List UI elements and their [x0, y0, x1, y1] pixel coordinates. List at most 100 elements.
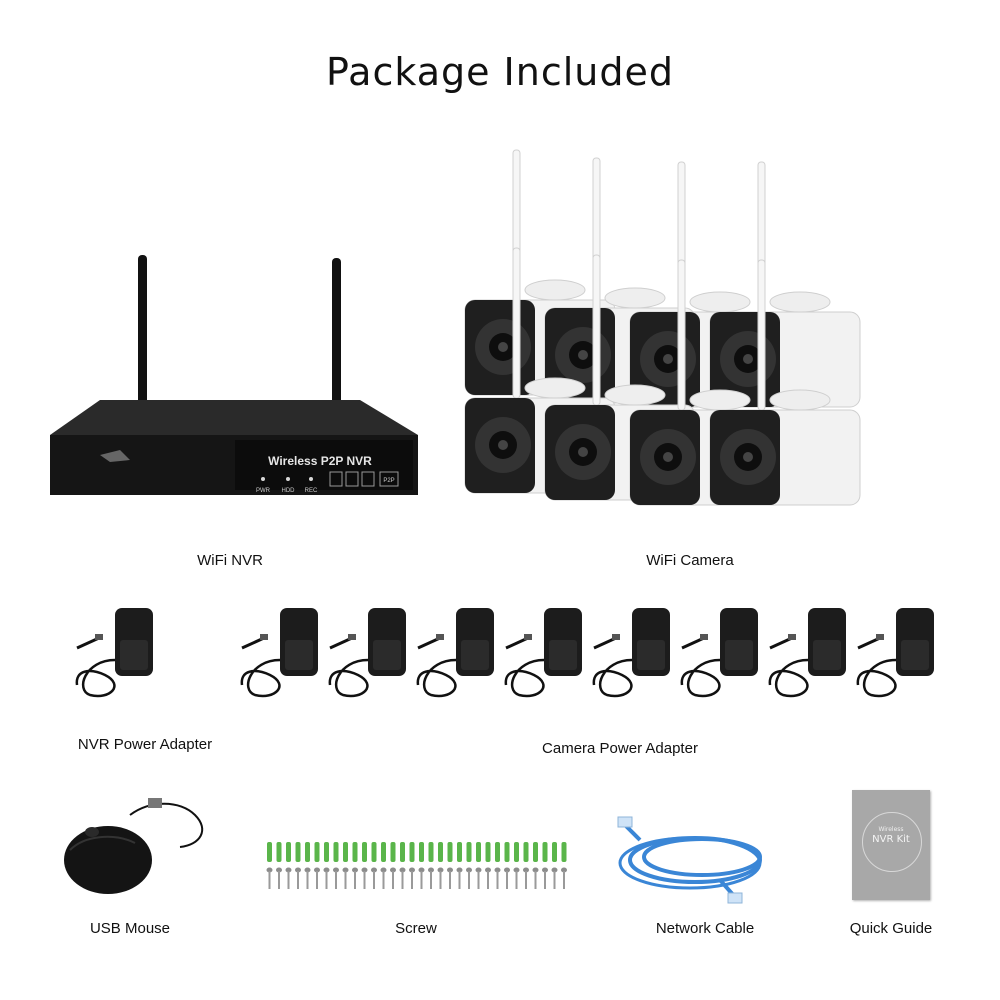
wall-anchor: [438, 842, 443, 862]
wall-anchor: [324, 842, 329, 862]
wall-anchor: [352, 842, 358, 862]
adapters-image: [75, 606, 936, 698]
quick-guide-cover-line1: Wireless: [878, 826, 904, 833]
nvr-indicator-pwr: PWR: [256, 488, 271, 494]
screw: [504, 867, 510, 889]
wall-anchor: [343, 842, 348, 862]
screw: [409, 867, 415, 889]
label-wifi-camera: WiFi Camera: [646, 552, 734, 569]
wall-anchor: [466, 842, 472, 862]
camera-power-adapter: [328, 606, 408, 698]
wall-anchor: [333, 842, 339, 862]
wall-anchor: [419, 842, 424, 862]
screw: [456, 867, 463, 889]
screw: [371, 867, 377, 889]
nvr-top: [50, 400, 418, 435]
wall-anchor: [305, 842, 310, 862]
page-title: Package Included: [325, 50, 675, 94]
network-cable-image: [617, 816, 762, 904]
screw: [285, 867, 292, 889]
cameras-image: [464, 149, 861, 506]
screw: [295, 867, 301, 889]
wall-anchor: [533, 842, 538, 862]
wall-anchor: [447, 842, 453, 862]
screws-image: [266, 842, 567, 889]
screw: [447, 867, 453, 889]
screw: [361, 867, 368, 889]
screw: [561, 867, 567, 889]
wall-anchor: [485, 842, 491, 862]
wall-anchor: [362, 842, 367, 862]
wall-anchor: [381, 842, 386, 862]
camera-power-adapter: [240, 606, 320, 698]
camera-power-adapter: [504, 606, 584, 698]
label-screw: Screw: [395, 920, 437, 937]
label-quick-guide: Quick Guide: [849, 920, 933, 937]
screw: [485, 867, 491, 889]
screw: [418, 867, 425, 889]
screw: [437, 867, 444, 889]
wall-anchor: [295, 842, 301, 862]
screw: [399, 867, 406, 889]
camera-power-adapter: [856, 606, 936, 698]
nvr-power-adapter: [75, 606, 155, 698]
screw: [342, 867, 349, 889]
label-nvr-power-adapter: NVR Power Adapter: [77, 736, 213, 753]
nvr-image: Wireless P2P NVR PWR HDD REC P2P: [50, 255, 418, 495]
label-usb-mouse: USB Mouse: [89, 920, 171, 937]
label-camera-power-adapter: Camera Power Adapter: [542, 740, 698, 757]
nvr-antenna-left: [138, 255, 147, 405]
screw: [352, 867, 358, 889]
wall-anchor: [267, 842, 272, 862]
screw: [333, 867, 339, 889]
wall-anchor: [514, 842, 519, 862]
screw: [542, 867, 548, 889]
wall-anchor: [542, 842, 548, 862]
screw: [551, 867, 558, 889]
screw: [466, 867, 472, 889]
screw: [314, 867, 320, 889]
wall-anchor: [409, 842, 415, 862]
usb-mouse-image: [64, 798, 204, 894]
screw: [494, 867, 501, 889]
screw: [380, 867, 387, 889]
wall-anchor: [371, 842, 377, 862]
nvr-indicator-hdd: HDD: [282, 488, 296, 494]
wall-anchor: [495, 842, 500, 862]
screw: [323, 867, 330, 889]
screw: [475, 867, 482, 889]
screw: [266, 867, 273, 889]
screw: [390, 867, 396, 889]
wall-anchor: [523, 842, 529, 862]
nvr-indicator-rec: REC: [305, 488, 318, 494]
wall-anchor: [314, 842, 320, 862]
wall-anchor: [561, 842, 567, 862]
wall-anchor: [428, 842, 434, 862]
wall-anchor: [400, 842, 405, 862]
wall-anchor: [390, 842, 396, 862]
label-network-cable: Network Cable: [655, 920, 755, 937]
wall-anchor: [552, 842, 557, 862]
camera-power-adapter: [592, 606, 672, 698]
camera-unit: [709, 161, 861, 408]
screw: [428, 867, 434, 889]
quick-guide-image: Wireless NVR Kit: [852, 790, 930, 900]
screw: [523, 867, 529, 889]
wall-anchor: [504, 842, 510, 862]
nvr-front-text: Wireless P2P NVR: [268, 454, 372, 468]
label-wifi-nvr: WiFi NVR: [197, 552, 263, 569]
wall-anchor: [276, 842, 282, 862]
nvr-p2p-badge: P2P: [383, 478, 394, 484]
screw: [276, 867, 282, 889]
screw: [304, 867, 311, 889]
camera-power-adapter: [680, 606, 760, 698]
wall-anchor: [476, 842, 481, 862]
wall-anchor: [286, 842, 291, 862]
screw: [513, 867, 520, 889]
wall-anchor: [457, 842, 462, 862]
screw: [532, 867, 539, 889]
camera-power-adapter: [416, 606, 496, 698]
nvr-antenna-right: [332, 258, 341, 408]
camera-power-adapter: [768, 606, 848, 698]
quick-guide-cover-line2: NVR Kit: [872, 834, 910, 845]
